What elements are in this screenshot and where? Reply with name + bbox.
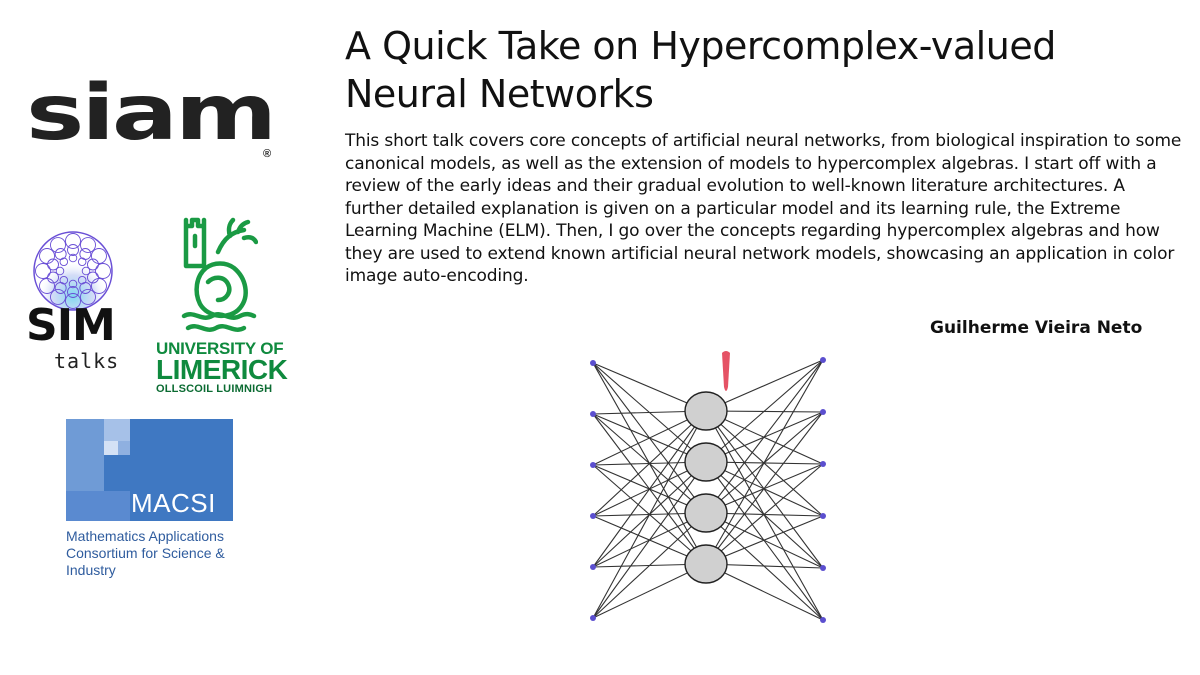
output-layer (820, 357, 826, 623)
connection-edge (705, 359, 824, 565)
hidden-layer (684, 391, 728, 584)
neural-network-diagram (590, 351, 826, 623)
connection-edge (592, 410, 707, 619)
sim-wordmark: SIM (26, 300, 116, 351)
slide-title: A Quick Take on Hypercomplex-valued Neur… (345, 24, 1056, 116)
output-node (820, 617, 826, 623)
connection-edge (592, 410, 707, 568)
connection-edge (705, 411, 824, 565)
ollscoil-luimnigh-label: OLLSCOIL LUIMNIGH (156, 383, 273, 395)
limerick-label: LIMERICK (156, 354, 288, 385)
input-node (590, 615, 596, 621)
hidden-node (684, 544, 728, 584)
connection-edge (705, 463, 824, 565)
connection-edge (705, 359, 824, 514)
macsi-description: Mathematics Applications Consortium for … (66, 528, 225, 578)
network-connections (592, 359, 824, 621)
output-node (820, 357, 826, 363)
output-node (820, 409, 826, 415)
registered-mark: ® (263, 148, 272, 160)
spike-shape (722, 351, 730, 391)
connection-edge (592, 461, 707, 619)
hidden-node (684, 391, 728, 431)
university-of-label: UNIVERSITY OF (156, 339, 284, 358)
connection-edge (592, 512, 707, 619)
siam-wordmark: siam (26, 68, 277, 158)
output-node (820, 461, 826, 467)
hidden-node (684, 442, 728, 482)
hidden-node (684, 493, 728, 533)
input-node (590, 411, 596, 417)
connection-edge (705, 359, 824, 463)
macsi-logo-icon (66, 419, 233, 521)
connection-edge (592, 410, 707, 517)
university-of-limerick-crest-icon (181, 217, 258, 332)
input-node (590, 564, 596, 570)
input-layer (590, 360, 596, 621)
sim-talks-emblem-icon (33, 231, 113, 311)
output-node (820, 513, 826, 519)
author-name: Guilherme Vieira Neto (930, 318, 1143, 338)
talks-wordmark: talks (54, 349, 120, 373)
talk-abstract: This short talk covers core concepts of … (345, 131, 1182, 286)
connection-edge (705, 563, 824, 621)
output-node (820, 565, 826, 571)
input-node (590, 360, 596, 366)
siam-logo: siam (26, 68, 278, 167)
input-node (590, 513, 596, 519)
input-node (590, 462, 596, 468)
activation-spike-icon (722, 351, 730, 391)
macsi-wordmark: MACSI (131, 488, 216, 518)
